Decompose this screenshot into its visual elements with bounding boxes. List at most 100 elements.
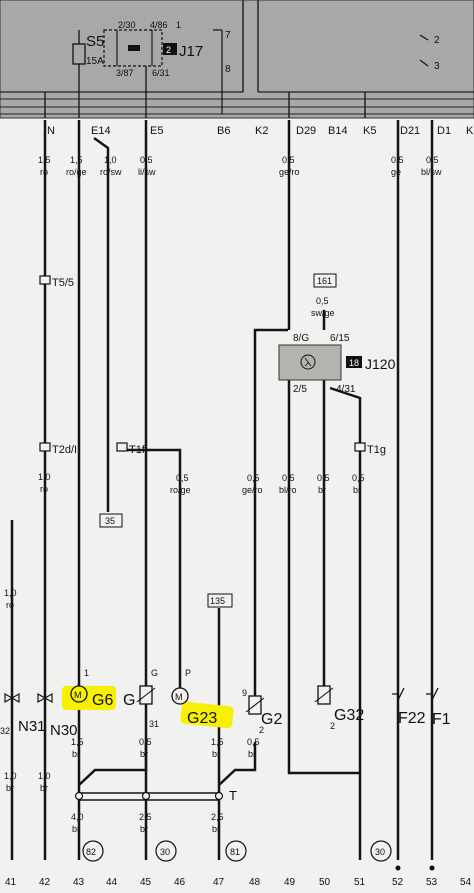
wl19-gauge: 0,5 (139, 737, 152, 747)
connector-t1g: T1g (354, 442, 386, 456)
module-pin-8G: 8/G (293, 333, 309, 344)
sender-g32: G32 2 (314, 685, 364, 731)
track-52: 52 (392, 877, 404, 888)
wl12-color: br (318, 485, 326, 495)
module-pin-25: 2/5 (293, 384, 307, 395)
g23-pin-P: P (185, 668, 191, 678)
track-41: 41 (5, 877, 17, 888)
track-53: 53 (426, 877, 438, 888)
g-label: G (123, 692, 135, 709)
connector-T-label: T (229, 788, 237, 803)
wl17-color: br (40, 783, 48, 793)
connector-t2d: T2d/I (39, 442, 77, 456)
connector-t2d-label: T2d/I (52, 444, 77, 456)
wl6-gauge: 0,5 (391, 155, 404, 165)
fuel-sender-g: G G 31 (123, 668, 159, 729)
wires (10, 120, 434, 860)
wl10-gauge: 0,5 (247, 473, 260, 483)
connector-D29: D29 (296, 125, 316, 137)
relay-pin-87: 3/87 (116, 68, 134, 78)
wl8-gauge: 0,5 (316, 296, 329, 306)
relay-pin-31: 6/31 (152, 68, 170, 78)
wl16-color: br (6, 783, 14, 793)
track-46: 46 (174, 877, 186, 888)
wl3-color: ro/sw (100, 167, 122, 177)
wl19-color: br (140, 749, 148, 759)
connector-t1f-label: T1f (129, 444, 146, 456)
g32-label: G32 (334, 707, 364, 724)
module-number: 18 (349, 358, 359, 368)
relay-box-header: S5 15A 2/30 4/86 1 3/87 6/31 2 J17 7 8 2… (0, 0, 474, 119)
track-42: 42 (39, 877, 51, 888)
wl13-gauge: 0,5 (352, 473, 365, 483)
wl21-gauge: 0,5 (247, 737, 260, 747)
track-48: 48 (249, 877, 261, 888)
g32-pin-2: 2 (330, 721, 335, 731)
relay-pin-1: 1 (176, 20, 181, 30)
wl16-gauge: 1,0 (4, 771, 17, 781)
wl23-gauge: 2,5 (139, 812, 152, 822)
track-51: 51 (354, 877, 366, 888)
wl2-color: ro/ge (66, 167, 87, 177)
module-name: J120 (365, 356, 396, 372)
wl22-color: br (72, 824, 80, 834)
connector-t1f: T1f (116, 442, 146, 456)
n31-label: N31 (18, 718, 46, 735)
f22-label: F22 (398, 710, 426, 727)
track-49: 49 (284, 877, 296, 888)
wl6-color: ge (391, 167, 401, 177)
pin-8: 8 (225, 64, 231, 75)
ground-references: 82 30 81 30 (82, 840, 435, 871)
g2-label: G2 (261, 711, 282, 728)
wl13-color: br (353, 485, 361, 495)
g23-label: G23 (187, 710, 217, 727)
wl11-gauge: 0,5 (282, 473, 295, 483)
wl22-gauge: 4,0 (71, 812, 84, 822)
bottom-track-numbers: 41 42 43 44 45 46 47 48 49 50 51 52 53 5… (5, 877, 472, 888)
relay-pin-30: 2/30 (118, 20, 136, 30)
wl1-gauge: 1,5 (38, 155, 51, 165)
wl14-gauge: 1,0 (4, 588, 17, 598)
n31-pin-32: 32 (0, 726, 10, 736)
wl3-gauge: 1,0 (104, 155, 117, 165)
transfer-pump-g23: M G23 P (171, 668, 217, 727)
wl7-gauge: 0,5 (426, 155, 439, 165)
wl14-color: ro (6, 600, 14, 610)
wl5-gauge: 0,5 (282, 155, 295, 165)
wl21-color: br (248, 749, 256, 759)
connector-t1g-label: T1g (367, 444, 386, 456)
connector-t55: T5/5 (39, 275, 74, 289)
connector-t55-label: T5/5 (52, 277, 74, 289)
pin-3: 3 (434, 61, 440, 72)
wl7-color: bl/sw (421, 167, 442, 177)
switches: F22 F1 (392, 687, 451, 728)
temp-sender-g2: G2 9 2 (242, 688, 282, 735)
g23-motor-symbol: M (175, 692, 183, 702)
fuse-rating: 15A (86, 56, 104, 67)
relay-number: 2 (166, 45, 171, 55)
ref-box-135: 135 (210, 596, 225, 606)
wire-46 (122, 448, 182, 700)
pin-7: 7 (225, 30, 231, 41)
wl10-color: ge/ro (242, 485, 263, 495)
ground-82: 82 (86, 847, 96, 857)
wl8-color: sw/ge (311, 308, 335, 318)
wl20-gauge: 1,5 (211, 737, 224, 747)
wl18-gauge: 1,5 (71, 737, 84, 747)
wl4-gauge: 0,5 (140, 155, 153, 165)
connector-K5: K5 (363, 125, 376, 137)
connector-E5: E5 (150, 125, 163, 137)
track-44: 44 (106, 877, 118, 888)
wl18-color: br (72, 749, 80, 759)
g6-pin-1: 1 (84, 668, 89, 678)
wire-48 (253, 328, 288, 700)
g2-pin-2: 2 (259, 725, 264, 735)
wl2-gauge: 1,5 (70, 155, 83, 165)
wl9-color: ro/ge (170, 485, 191, 495)
wire-49 (287, 380, 361, 775)
wl15-color: ro (40, 484, 48, 494)
track-45: 45 (140, 877, 152, 888)
g-pin-31: 31 (149, 719, 159, 729)
